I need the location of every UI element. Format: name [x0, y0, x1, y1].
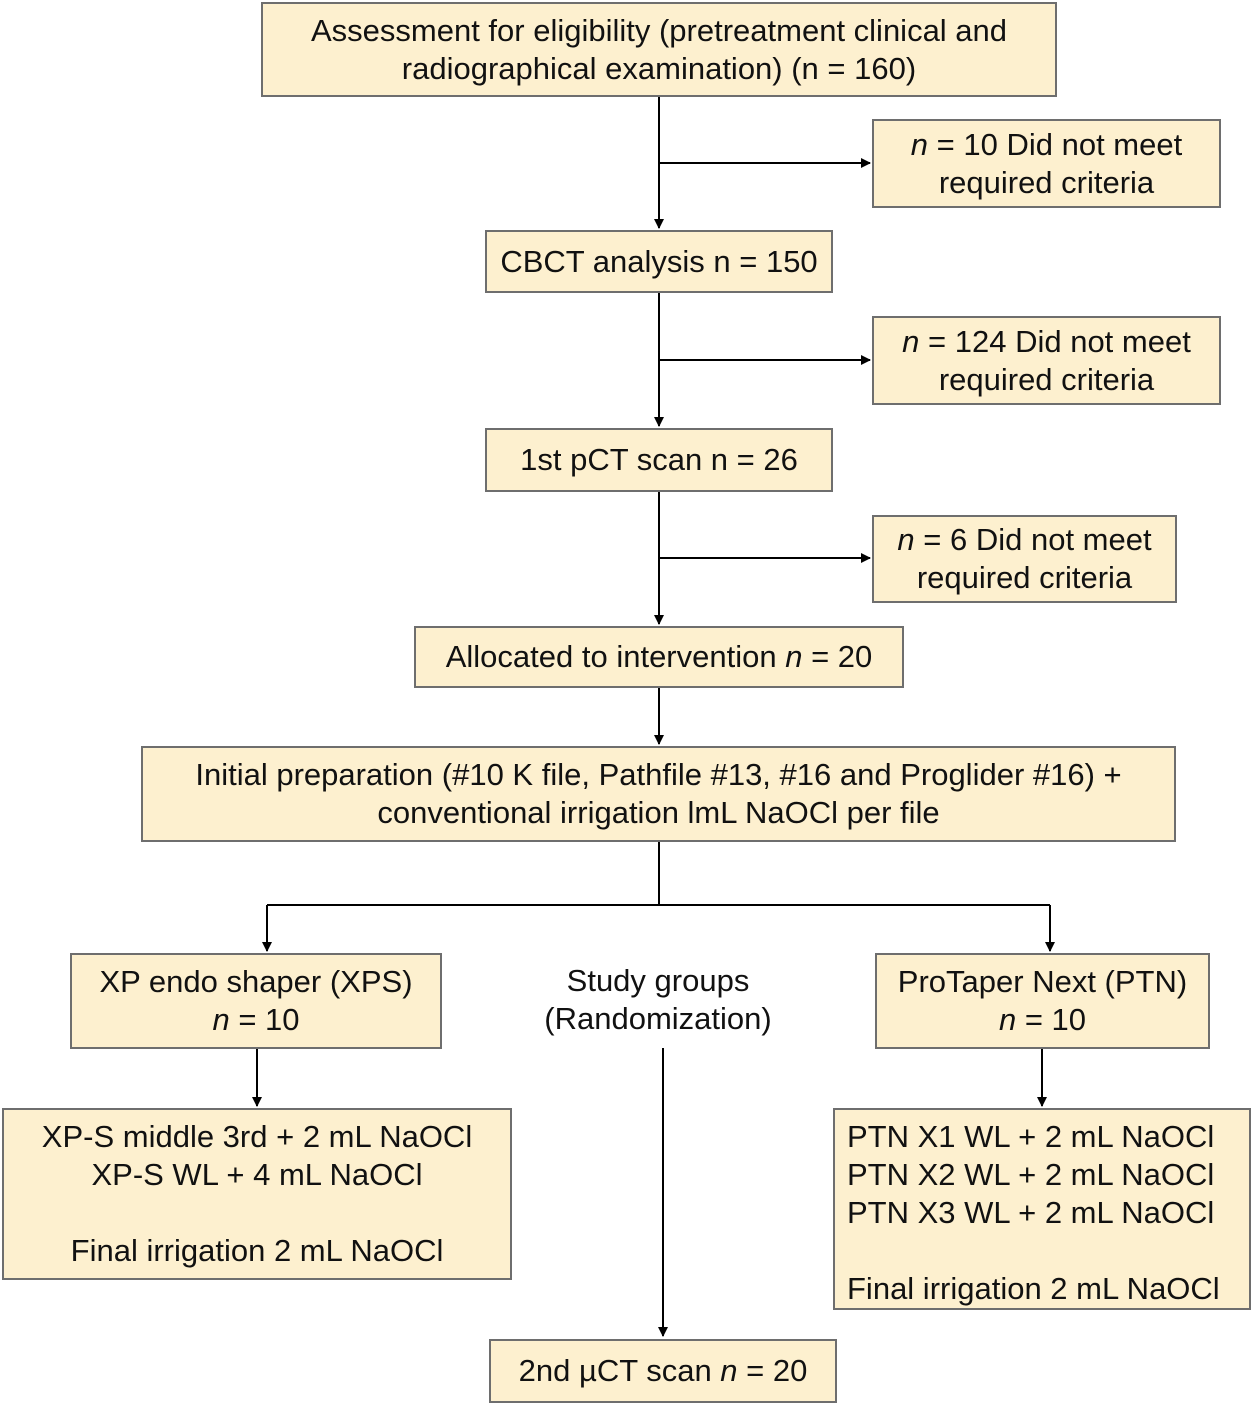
- allocated-prefix: Allocated to intervention: [445, 639, 786, 674]
- ptn-group-name: ProTaper Next (PTN): [897, 964, 1188, 999]
- n-symbol: n: [998, 1002, 1017, 1037]
- ptn-protocol-line-4: Final irrigation 2 mL NaOCl: [847, 1271, 1220, 1306]
- pct-scan-box: 1st pCT scan n = 26: [485, 428, 833, 492]
- ptn-protocol-line-3: PTN X3 WL + 2 mL NaOCl: [847, 1195, 1215, 1230]
- n-symbol: n: [785, 639, 803, 674]
- ptn-protocol-line-2: PTN X2 WL + 2 mL NaOCl: [847, 1157, 1215, 1192]
- excluded-3-line-1: n = 6 Did not meet: [897, 521, 1151, 559]
- eligibility-box: Assessment for eligibility (pretreatment…: [261, 2, 1057, 97]
- n-symbol: n: [212, 1002, 230, 1037]
- excluded-3-line-2: required criteria: [916, 560, 1133, 595]
- excluded-2-line-1: n = 124 Did not meet: [902, 323, 1191, 361]
- study-groups-line-1: Study groups: [566, 963, 750, 998]
- second-scan-label: 2nd µCT scan n = 20: [519, 1352, 808, 1390]
- xps-protocol-line-1: XP-S middle 3rd + 2 mL NaOCl: [41, 1119, 473, 1154]
- allocated-box: Allocated to intervention n = 20: [414, 626, 904, 688]
- n-symbol: n: [897, 522, 915, 557]
- excluded-1-line-1: n = 10 Did not meet: [911, 126, 1182, 164]
- initial-preparation-box: Initial preparation (#10 K file, Pathfil…: [141, 746, 1176, 842]
- initial-prep-line-2: conventional irrigation lmL NaOCl per fi…: [377, 795, 940, 830]
- second-scan-box: 2nd µCT scan n = 20: [489, 1339, 837, 1403]
- eligibility-line-2: radiographical examination) (n = 160): [401, 50, 917, 86]
- study-groups-line-2: (Randomization): [544, 1001, 772, 1036]
- ptn-group-count: = 10: [1016, 1002, 1087, 1037]
- cbct-analysis-box: CBCT analysis n = 150: [485, 230, 833, 293]
- xps-group-count: = 10: [229, 1002, 300, 1037]
- n-symbol: n: [902, 323, 920, 359]
- excluded-2-count: = 124 Did not meet: [919, 323, 1191, 359]
- excluded-box-1: n = 10 Did not meet required criteria: [872, 119, 1221, 208]
- ptn-protocol-box: PTN X1 WL + 2 mL NaOCl PTN X2 WL + 2 mL …: [833, 1108, 1251, 1310]
- xps-group-box: XP endo shaper (XPS) n = 10: [70, 953, 442, 1049]
- ptn-group-box: ProTaper Next (PTN) n = 10: [875, 953, 1210, 1049]
- ptn-group-n: n = 10: [999, 1001, 1086, 1039]
- study-groups-label: Study groups (Randomization): [500, 962, 816, 1038]
- xps-protocol-box: XP-S middle 3rd + 2 mL NaOCl XP-S WL + 4…: [2, 1108, 512, 1280]
- xps-group-name: XP endo shaper (XPS): [99, 964, 413, 999]
- second-scan-count: = 20: [737, 1353, 808, 1388]
- n-symbol: n: [910, 126, 929, 162]
- initial-prep-line-1: Initial preparation (#10 K file, Pathfil…: [195, 757, 1122, 792]
- allocated-label: Allocated to intervention n = 20: [446, 638, 873, 676]
- allocated-count: = 20: [802, 639, 873, 674]
- pct-scan-label: 1st pCT scan n = 26: [520, 442, 798, 477]
- excluded-1-line-2: required criteria: [938, 164, 1155, 200]
- n-symbol: n: [720, 1353, 738, 1388]
- cbct-analysis-label: CBCT analysis n = 150: [500, 243, 818, 279]
- excluded-1-count: = 10 Did not meet: [928, 126, 1183, 162]
- ptn-protocol-line-1: PTN X1 WL + 2 mL NaOCl: [847, 1119, 1215, 1154]
- xps-protocol-line-2: XP-S WL + 4 mL NaOCl: [91, 1157, 423, 1192]
- excluded-2-line-2: required criteria: [938, 361, 1155, 397]
- excluded-box-3: n = 6 Did not meet required criteria: [872, 515, 1177, 603]
- eligibility-line-1: Assessment for eligibility (pretreatment…: [310, 12, 1008, 48]
- xps-group-n: n = 10: [212, 1001, 299, 1039]
- second-scan-prefix: 2nd µCT scan: [518, 1353, 721, 1388]
- xps-protocol-line-3: Final irrigation 2 mL NaOCl: [70, 1233, 444, 1268]
- excluded-3-count: = 6 Did not meet: [914, 522, 1152, 557]
- excluded-box-2: n = 124 Did not meet required criteria: [872, 316, 1221, 405]
